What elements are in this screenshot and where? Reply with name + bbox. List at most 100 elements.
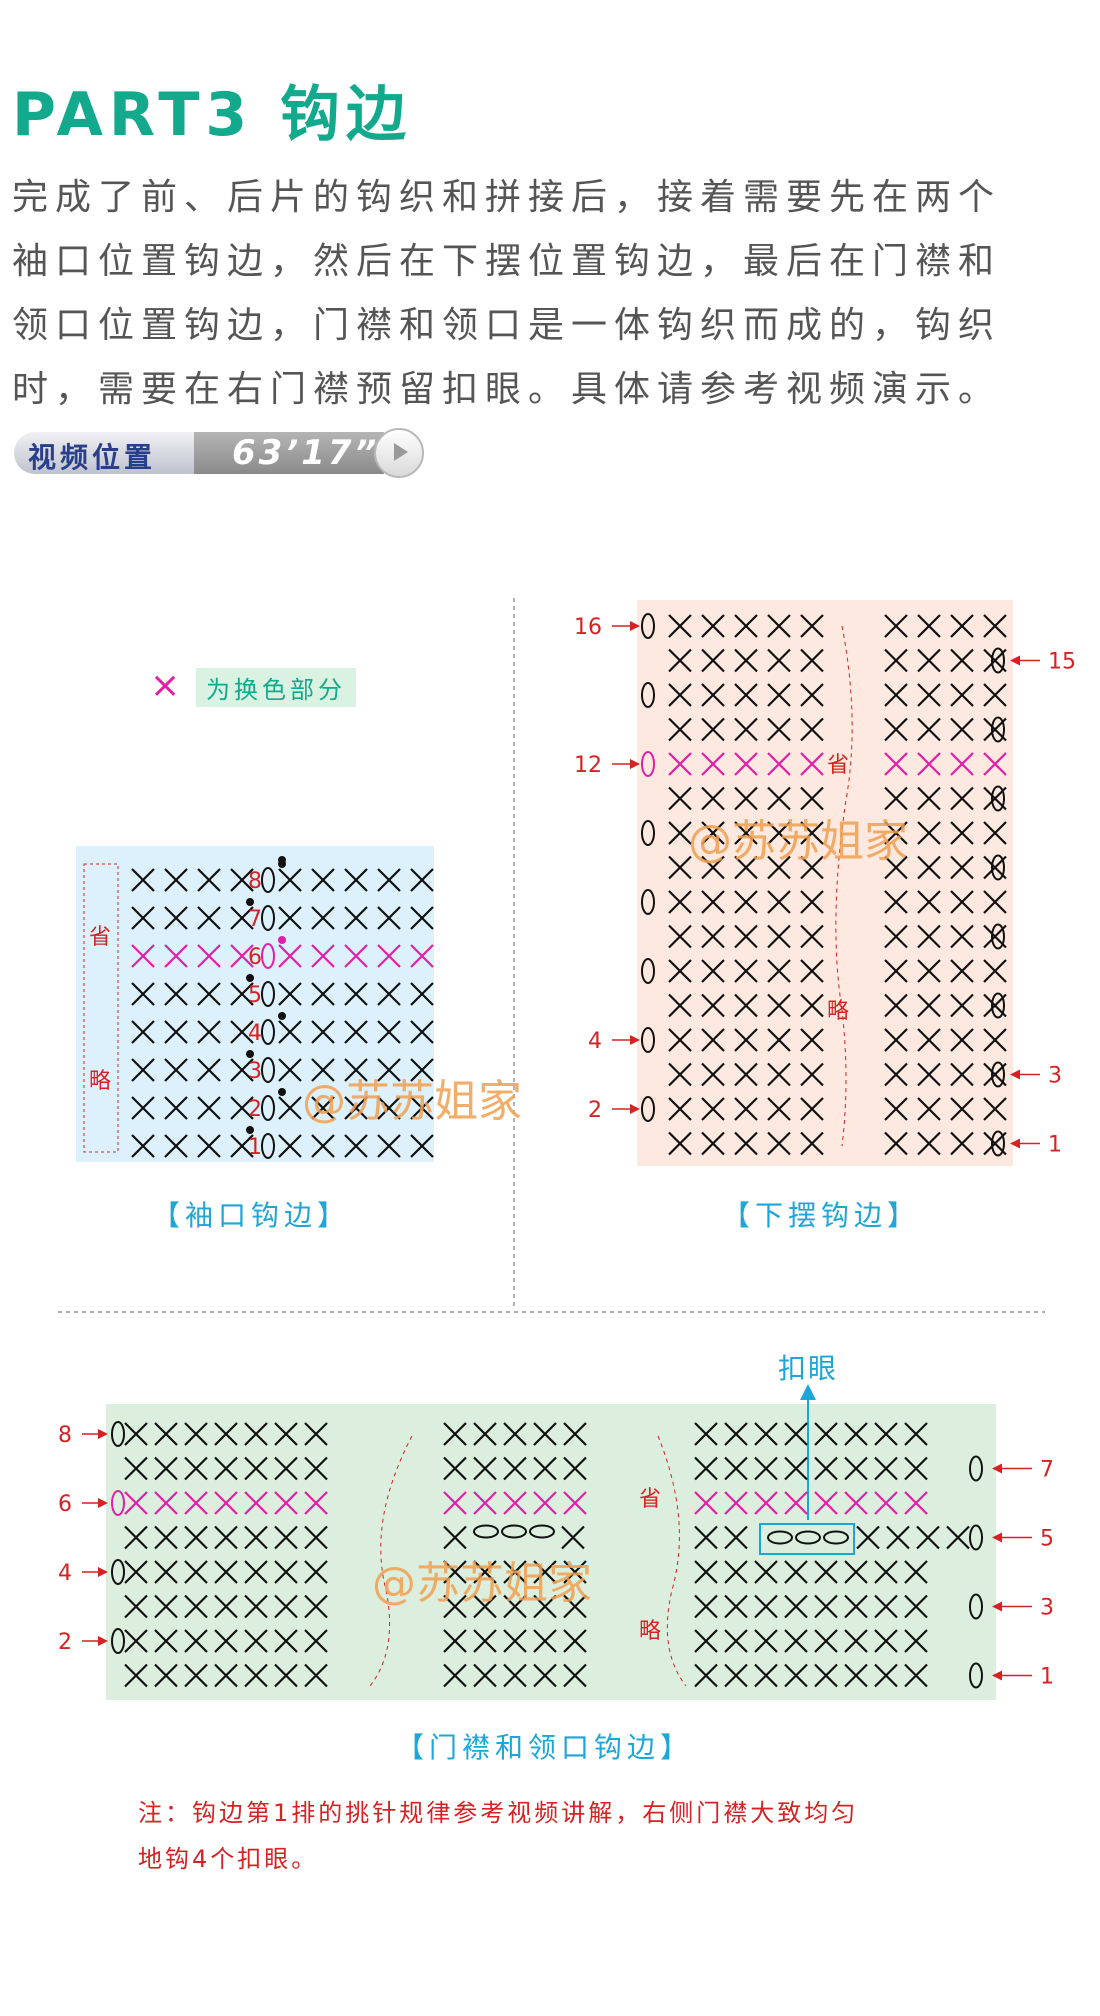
- watermark: @苏苏姐家: [688, 816, 908, 867]
- row-arrow-head: [992, 1601, 1002, 1612]
- sc-stitch-mark: [950, 924, 974, 949]
- hem-row-number: 2: [588, 1098, 602, 1123]
- play-icon[interactable]: [374, 428, 424, 478]
- placket-omitted-curve-right: [657, 1435, 687, 1687]
- sc-stitch-mark: [197, 1096, 221, 1120]
- row-arrow-head: [98, 1567, 108, 1577]
- sc-stitch-mark: [724, 1629, 748, 1653]
- sc-stitch-mark: [278, 868, 302, 892]
- sc-stitch-mark: [800, 648, 824, 673]
- slip-stitch-mark: [278, 1012, 286, 1020]
- buttonhole-box: [759, 1523, 855, 1555]
- sc-stitch-mark: [950, 1028, 974, 1052]
- intro-line: 袖口位置钩边，然后在下摆位置钩边，最后在门襟和: [12, 241, 1002, 282]
- video-label-bg: [14, 432, 194, 474]
- sc-stitch-mark: [814, 1560, 838, 1584]
- sc-stitch-mark: [274, 1663, 298, 1688]
- chain-stitch-mark: [991, 647, 1005, 674]
- chain-stitch-mark: [261, 1133, 275, 1159]
- sc-stitch-mark: [950, 993, 974, 1018]
- sc-stitch-mark: [377, 868, 401, 892]
- sc-stitch-mark: [164, 868, 188, 892]
- sc-stitch-mark: [754, 1629, 778, 1653]
- sc-stitch-mark: [377, 906, 401, 930]
- placket-lue-label: 略: [639, 1619, 661, 1644]
- sc-stitch-mark: [443, 1422, 467, 1446]
- sc-stitch-mark: [800, 993, 824, 1018]
- sc-stitch-mark: [443, 1491, 467, 1515]
- sc-stitch-mark: [278, 1058, 302, 1082]
- sc-stitch-mark: [164, 1058, 188, 1082]
- sc-stitch-mark: [800, 1131, 824, 1156]
- sc-stitch-mark: [184, 1663, 208, 1688]
- sc-stitch-mark: [214, 1560, 238, 1584]
- chain-stitch-mark: [991, 854, 1005, 881]
- sleeve-row-number: 1: [248, 1135, 262, 1160]
- sc-stitch-mark: [244, 1525, 268, 1550]
- sc-stitch-mark: [724, 1456, 748, 1481]
- sc-stitch-mark: [767, 614, 791, 638]
- sc-stitch-mark: [701, 959, 725, 983]
- sc-stitch-mark: [410, 1134, 434, 1158]
- sc-stitch-mark: [701, 648, 725, 673]
- sc-stitch-mark: [410, 982, 434, 1006]
- sc-stitch-mark: [694, 1629, 718, 1653]
- sc-stitch-mark: [701, 855, 725, 880]
- sc-stitch-mark: [701, 717, 725, 742]
- sc-stitch-mark: [154, 1525, 178, 1550]
- sc-stitch-mark: [856, 1525, 880, 1550]
- sc-stitch-mark: [304, 1422, 328, 1446]
- sc-stitch-mark: [694, 1456, 718, 1481]
- sc-stitch-mark: [701, 614, 725, 638]
- sc-stitch-mark: [784, 1422, 808, 1446]
- sc-stitch-mark: [274, 1560, 298, 1584]
- sc-stitch-mark: [904, 1560, 928, 1584]
- sc-stitch-mark: [917, 683, 941, 707]
- chain-stitch-mark: [641, 1027, 655, 1053]
- sc-stitch-mark: [244, 1456, 268, 1481]
- sc-stitch-mark: [950, 1097, 974, 1121]
- sc-stitch-mark: [230, 1058, 254, 1082]
- chain-stitch-mark: [261, 1095, 275, 1121]
- sc-stitch-mark: [278, 1134, 302, 1158]
- sc-stitch-mark: [701, 752, 725, 776]
- sc-stitch-mark: [344, 982, 368, 1006]
- sc-stitch-mark: [214, 1491, 238, 1515]
- placket-row-number: 6: [58, 1492, 72, 1517]
- sc-stitch-mark: [124, 1629, 148, 1653]
- legend-cross-icon: ×: [150, 665, 181, 706]
- sc-stitch-mark: [668, 959, 692, 983]
- sc-stitch-mark: [884, 821, 908, 845]
- sc-stitch-mark: [344, 1058, 368, 1082]
- sc-stitch-mark: [884, 1028, 908, 1052]
- sc-stitch-mark: [917, 786, 941, 811]
- sc-stitch-mark: [563, 1594, 587, 1619]
- sc-stitch-mark: [784, 1594, 808, 1619]
- sc-stitch-mark: [410, 944, 434, 968]
- sc-stitch-mark: [800, 717, 824, 742]
- sc-stitch-mark: [844, 1456, 868, 1481]
- sc-stitch-mark: [563, 1629, 587, 1653]
- sc-stitch-mark: [154, 1560, 178, 1584]
- sc-stitch-mark: [164, 906, 188, 930]
- sc-stitch-mark: [563, 1560, 587, 1584]
- sc-stitch-mark: [734, 717, 758, 742]
- chain-stitch-mark: [991, 716, 1005, 743]
- sc-stitch-mark: [473, 1629, 497, 1653]
- sc-stitch-mark: [754, 1491, 778, 1515]
- row-arrow-head: [630, 1104, 640, 1114]
- intro-line: 时，需要在右门襟预留扣眼。具体请参考视频演示。: [12, 369, 1002, 410]
- watermark: @苏苏姐家: [372, 1558, 592, 1609]
- sleeve-panel: [76, 846, 434, 1162]
- sc-stitch-mark: [304, 1491, 328, 1515]
- sc-stitch-mark: [311, 906, 335, 930]
- sc-stitch-mark: [131, 868, 155, 892]
- sc-stitch-mark: [950, 717, 974, 742]
- sc-stitch-mark: [784, 1456, 808, 1481]
- sc-stitch-mark: [950, 786, 974, 811]
- sc-stitch-mark: [154, 1663, 178, 1688]
- sc-stitch-mark: [131, 1134, 155, 1158]
- video-position-button[interactable]: 视频位置 63’17”: [14, 428, 424, 478]
- sc-stitch-mark: [983, 959, 1007, 983]
- sc-stitch-mark: [244, 1629, 268, 1653]
